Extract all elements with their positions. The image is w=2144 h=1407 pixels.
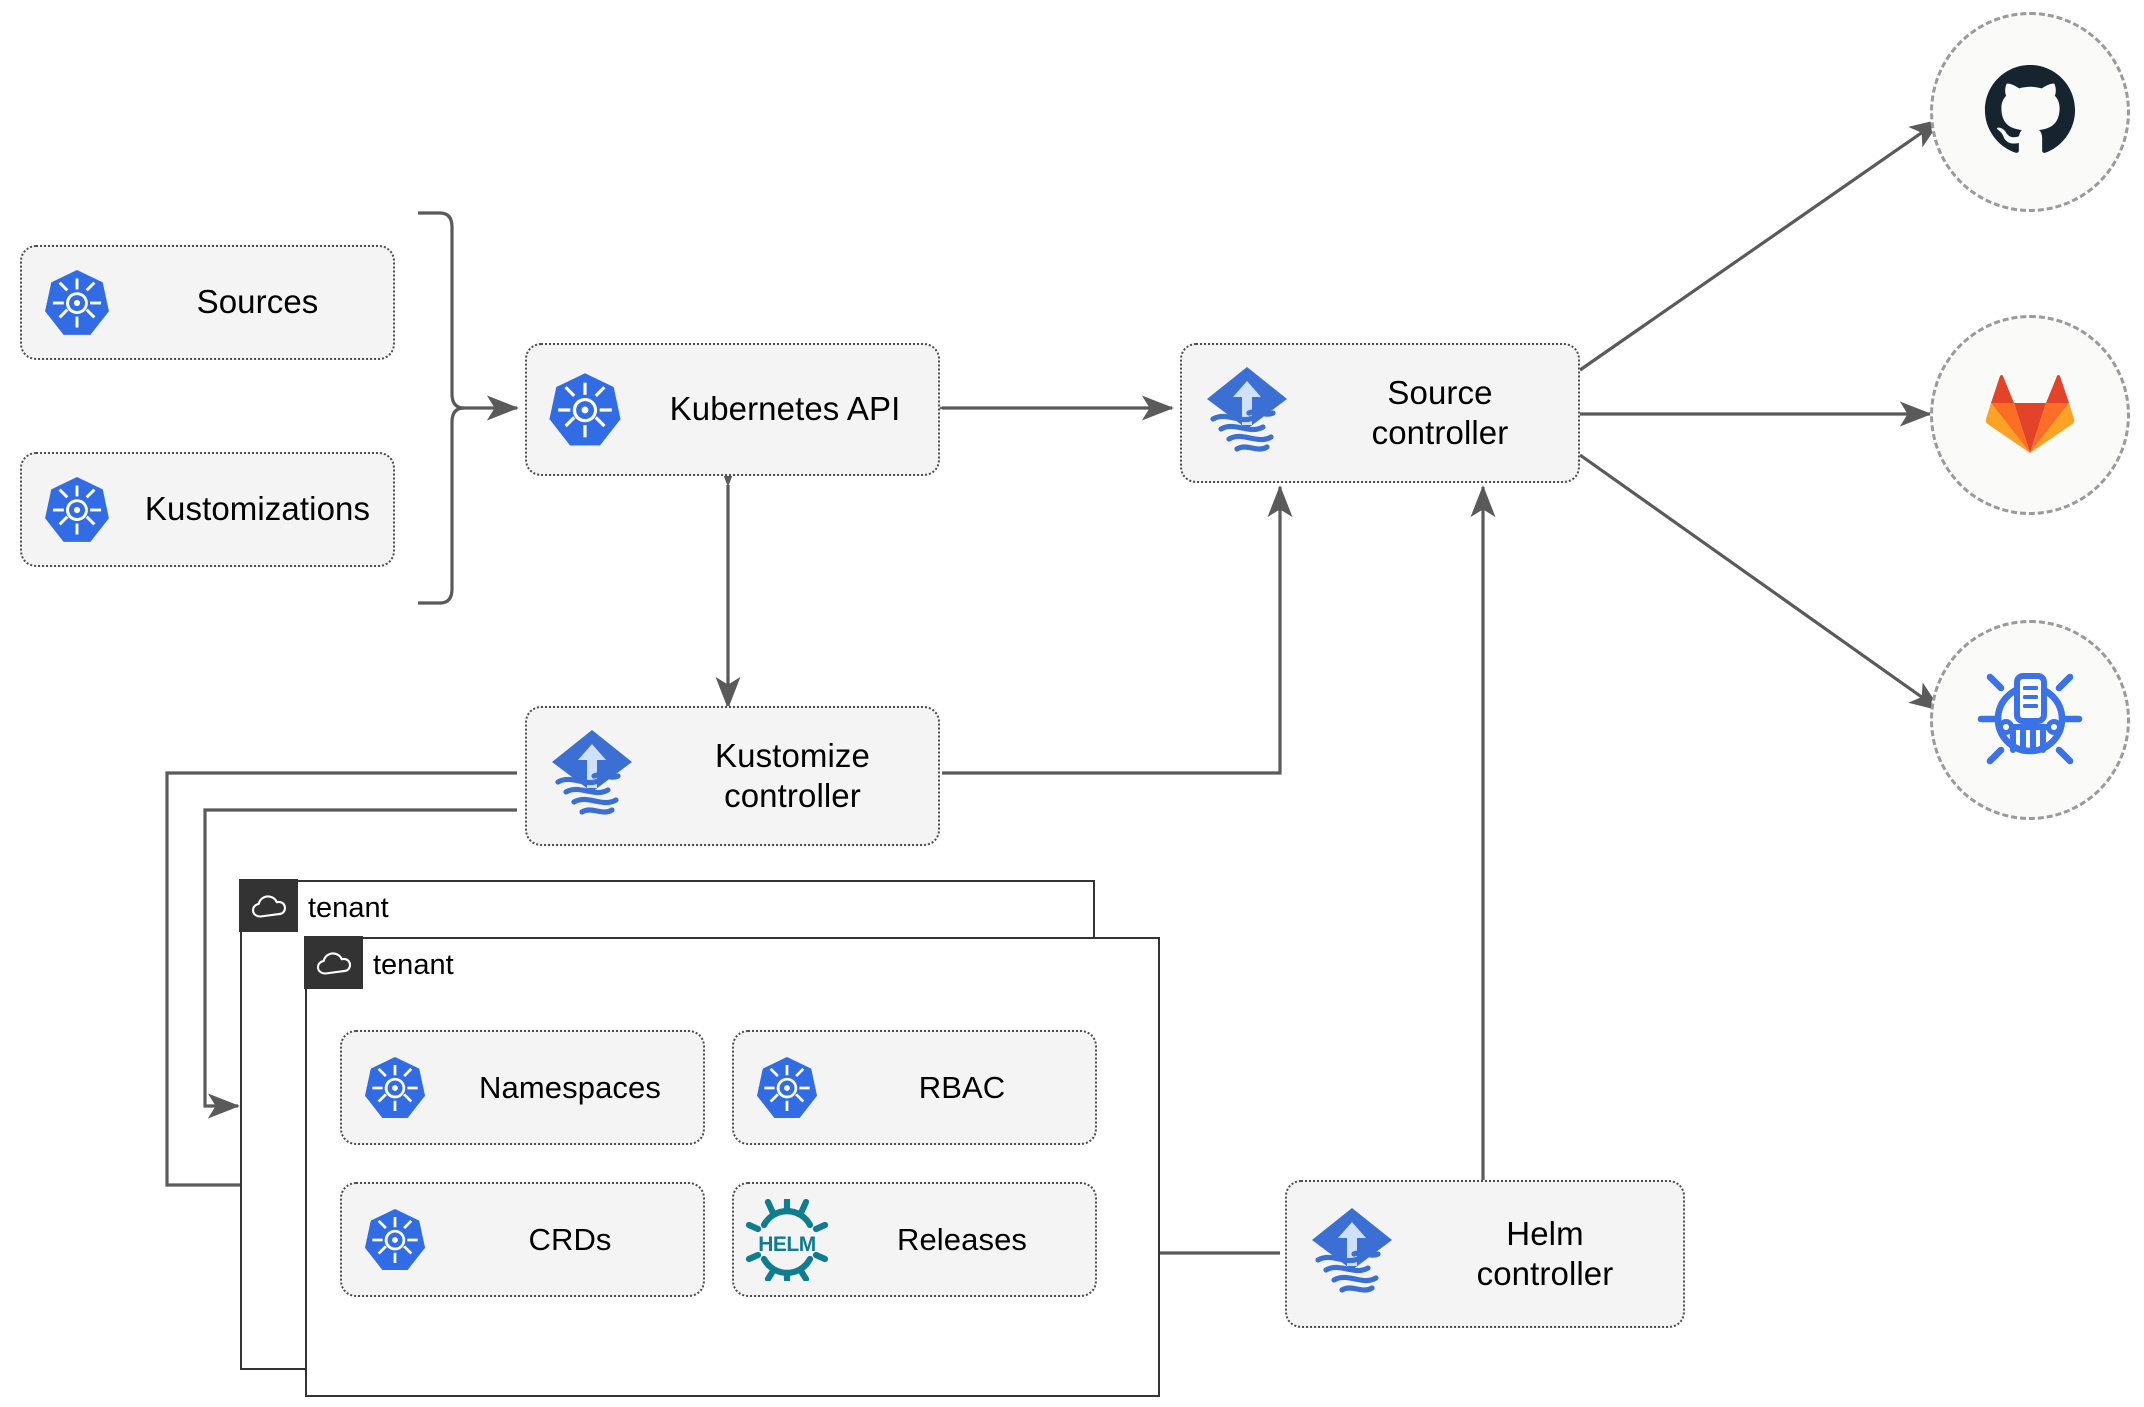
cloud-icon [239,879,299,933]
kubernetes-icon [342,1055,447,1121]
provider-gitlab[interactable] [1930,315,2130,515]
node-helm-controller[interactable]: Helm controller [1285,1180,1685,1328]
provider-helm-repository[interactable] [1930,620,2130,820]
node-label: Kustomize controller [715,736,870,814]
gitlab-icon [1984,369,2076,462]
node-label: Kustomizations [144,490,371,528]
node-namespaces[interactable]: Namespaces [340,1030,705,1145]
kubernetes-icon [527,371,642,449]
helm-repository-icon [1975,664,2085,777]
node-source-controller[interactable]: Source controller [1180,343,1580,483]
flux-icon [527,728,657,824]
provider-github[interactable] [1930,12,2130,212]
node-label: CRDs [528,1221,612,1257]
node-crds[interactable]: CRDs [340,1182,705,1297]
tenant-container-inner: tenant [304,936,1160,1397]
github-icon [1982,62,2078,163]
node-label: RBAC [918,1069,1006,1105]
svg-text:HELM: HELM [758,1233,816,1256]
tenant-label-inner: tenant [373,949,454,981]
node-rbac[interactable]: RBAC [732,1030,1097,1145]
node-kubernetes-api[interactable]: Kubernetes API [525,343,940,476]
flux-icon [1287,1206,1417,1302]
kubernetes-icon [734,1055,839,1121]
kubernetes-icon [22,475,132,545]
node-label: Source controller [1371,373,1509,451]
tenant-label-outer: tenant [308,892,389,924]
node-label: Kubernetes API [669,390,901,428]
flux-icon [1182,365,1312,461]
node-label: Releases [896,1221,1028,1257]
helm-icon: HELM [734,1198,839,1281]
node-kustomizations[interactable]: Kustomizations [20,452,395,567]
node-releases[interactable]: HELM Releases [732,1182,1097,1297]
node-label: Namespaces [479,1069,661,1105]
kubernetes-icon [342,1207,447,1273]
cloud-icon [304,936,364,990]
kubernetes-icon [22,268,132,338]
node-kustomize-controller[interactable]: Kustomize controller [525,706,940,846]
node-label: Helm controller [1476,1214,1614,1292]
node-sources[interactable]: Sources [20,245,395,360]
node-label: Sources [196,283,319,321]
